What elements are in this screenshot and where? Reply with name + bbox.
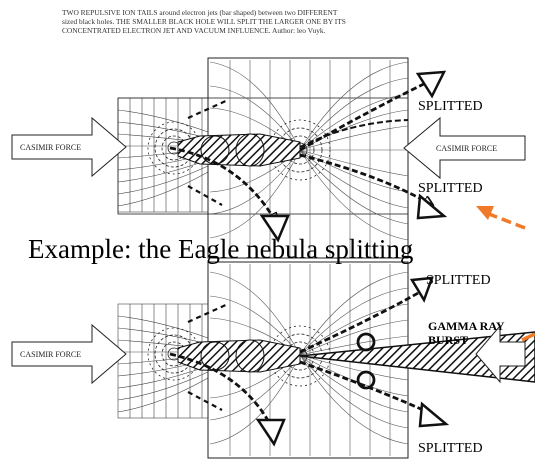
top-right-casimir-arrow: CASIMIR FORCE bbox=[403, 116, 526, 180]
top-arrowhead-down bbox=[259, 214, 290, 243]
top-splitted-lower: SPLITTED bbox=[418, 181, 483, 196]
gamma-ray-burst-beam bbox=[299, 331, 535, 383]
top-electron-jet bbox=[177, 133, 301, 167]
orange-pointer-head bbox=[476, 206, 494, 220]
gamma-ray-label-line-1: GAMMA RAY bbox=[428, 319, 505, 333]
bottom-repulsive-lines bbox=[187, 302, 229, 411]
bottom-left-casimir-label: CASIMIR FORCE bbox=[20, 350, 81, 359]
top-arrowhead-lower bbox=[416, 193, 448, 220]
bottom-splitted-top: SPLITTED bbox=[426, 273, 491, 288]
top-diagram: CASIMIR FORCE CASIMIR FORCE SPLITTED SPL… bbox=[11, 57, 526, 259]
bottom-splitting-arrows bbox=[169, 290, 433, 425]
top-left-casimir-label: CASIMIR FORCE bbox=[20, 143, 81, 152]
orange-pointer-bottom bbox=[521, 332, 535, 342]
caption-line-2: sized black holes. THE SMALLER BLACK HOL… bbox=[62, 17, 346, 26]
top-repulsive-lines bbox=[187, 98, 229, 206]
bottom-splitted-bottom: SPLITTED bbox=[418, 441, 483, 456]
top-arrowhead-upper bbox=[415, 70, 447, 99]
caption: TWO REPULSIVE ION TAILS around electron … bbox=[62, 8, 442, 35]
top-splitted-upper: SPLITTED bbox=[418, 99, 483, 114]
orange-pointer-arrow bbox=[483, 210, 526, 230]
bottom-right-arrow-outline bbox=[475, 324, 526, 384]
example-heading: Example: the Eagle nebula splitting bbox=[28, 234, 414, 264]
gamma-ray-label-line-2: BURST bbox=[428, 333, 468, 347]
top-right-casimir-label: CASIMIR FORCE bbox=[436, 144, 497, 153]
burst-gate-upper bbox=[356, 332, 376, 352]
bottom-arrowhead-down bbox=[255, 418, 286, 447]
bottom-electron-jet bbox=[177, 339, 301, 373]
top-outer-frame bbox=[117, 97, 409, 215]
caption-line-3: CONCENTRATED ELECTRON JET AND VACUUM INF… bbox=[62, 26, 326, 35]
bottom-arrowhead-lower bbox=[418, 401, 450, 428]
bottom-arrowhead-upper bbox=[409, 276, 434, 303]
bottom-diagram: CASIMIR FORCE SPLITTED GAMMA RAY BURST S… bbox=[11, 261, 535, 459]
bottom-left-casimir-arrow: CASIMIR FORCE bbox=[11, 323, 127, 385]
top-left-casimir-arrow: CASIMIR FORCE bbox=[11, 116, 127, 178]
caption-line-1: TWO REPULSIVE ION TAILS around electron … bbox=[62, 8, 338, 17]
burst-gate-lower bbox=[356, 370, 376, 390]
